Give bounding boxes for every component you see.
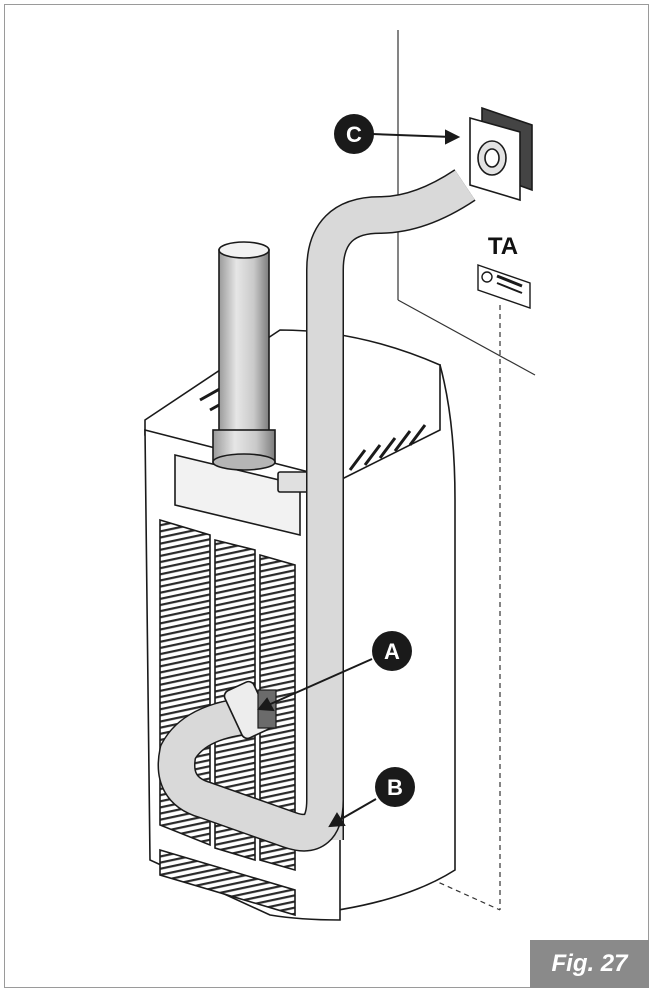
callout-a: A [372,631,412,671]
callout-c: C [334,114,374,154]
callout-b: B [375,767,415,807]
wall-terminal [469,106,533,202]
callout-c-label: C [346,122,362,147]
thermostat-label: TA [488,233,518,260]
wall [299,30,536,911]
callout-a-label: A [384,639,400,664]
room-thermostat [477,264,531,309]
air-intake-pipe [157,169,476,852]
flue-pipe [212,241,276,471]
leader-lines [257,129,461,828]
callout-b-label: B [387,775,403,800]
figure-label: Fig. 27 [530,940,649,988]
